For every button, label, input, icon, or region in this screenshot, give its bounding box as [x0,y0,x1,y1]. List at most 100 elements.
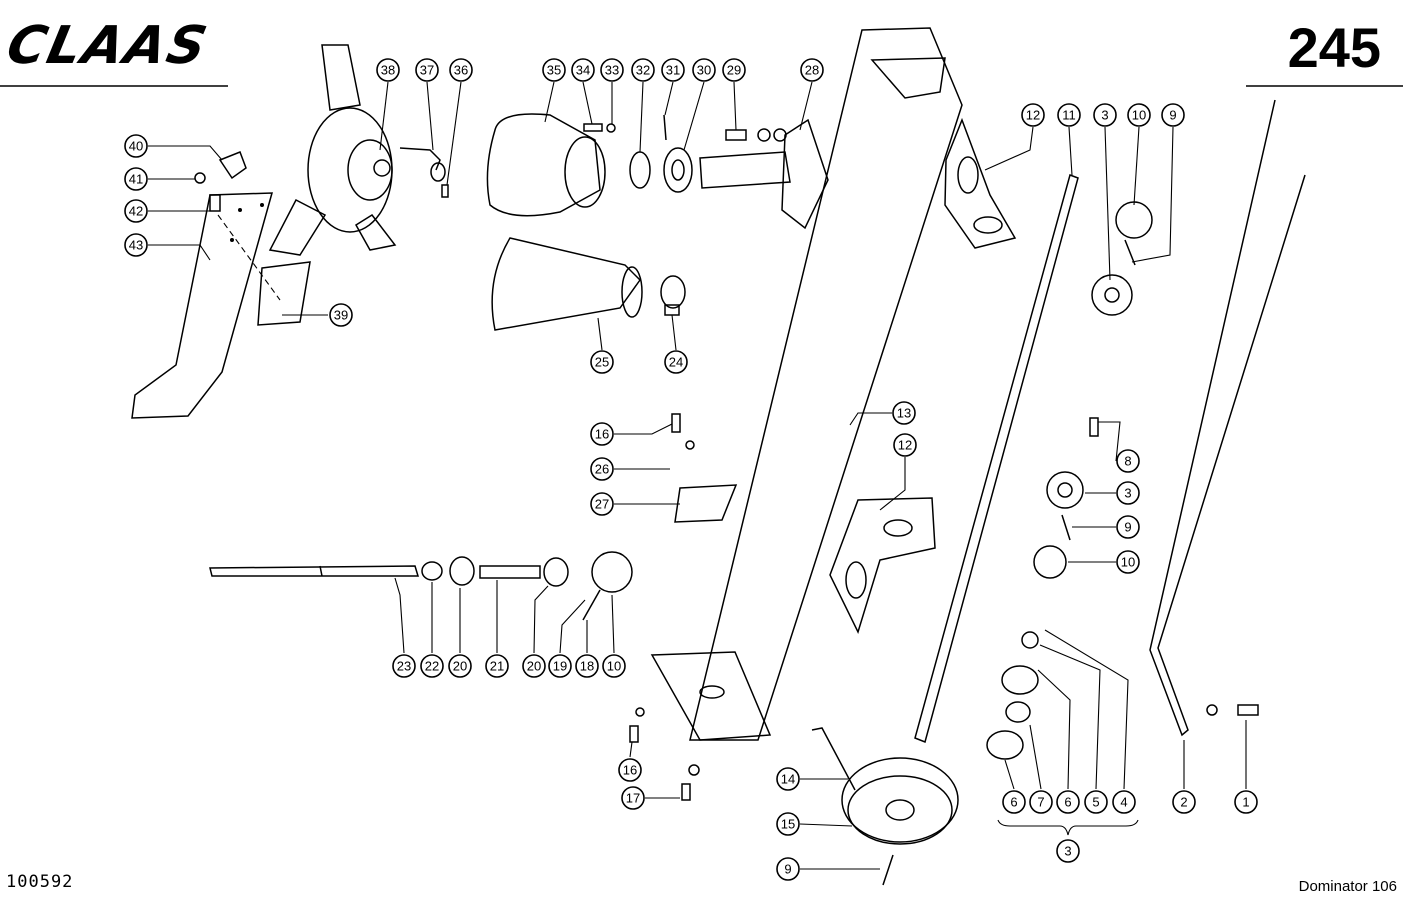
callout-37: 37 [415,58,439,82]
svg-text:3: 3 [1064,844,1071,859]
svg-text:6: 6 [1010,795,1017,810]
svg-text:20: 20 [527,659,541,674]
svg-text:43: 43 [129,238,143,253]
svg-text:16: 16 [623,763,637,778]
svg-text:3: 3 [1124,486,1131,501]
callout-32: 32 [631,58,655,82]
svg-text:40: 40 [129,139,143,154]
callout-10-lower: 10 [602,654,626,678]
callout-16-lower: 16 [618,758,642,782]
svg-text:34: 34 [576,63,590,78]
callout-4: 4 [1112,790,1136,814]
callout-39: 39 [329,303,353,327]
callout-22: 22 [420,654,444,678]
svg-text:9: 9 [1124,520,1131,535]
svg-text:33: 33 [605,63,619,78]
callout-6-left: 6 [1002,790,1026,814]
callout-31: 31 [661,58,685,82]
svg-text:24: 24 [669,355,683,370]
svg-text:12: 12 [898,438,912,453]
callout-5: 5 [1084,790,1108,814]
svg-text:30: 30 [697,63,711,78]
callout-43: 43 [124,233,148,257]
parts-drawings [131,27,1306,886]
model-name: Dominator 106 [1298,878,1397,895]
callout-25: 25 [590,350,614,374]
callout-19: 19 [548,654,572,678]
callout-7: 7 [1029,790,1053,814]
callout-6-right: 6 [1056,790,1080,814]
svg-text:37: 37 [420,63,434,78]
svg-text:12: 12 [1026,108,1040,123]
callout-34: 34 [571,58,595,82]
svg-text:28: 28 [805,63,819,78]
svg-text:5: 5 [1092,795,1099,810]
callout-20-right: 20 [522,654,546,678]
callout-33: 33 [600,58,624,82]
svg-text:9: 9 [1169,108,1176,123]
callout-14: 14 [776,767,800,791]
svg-text:35: 35 [547,63,561,78]
callout-11: 11 [1057,103,1081,127]
callout-9-upper: 9 [1161,103,1185,127]
svg-text:39: 39 [334,308,348,323]
svg-text:10: 10 [607,659,621,674]
callout-20-left: 20 [448,654,472,678]
svg-text:10: 10 [1121,555,1135,570]
callout-41: 41 [124,167,148,191]
svg-text:9: 9 [784,862,791,877]
page-number: 245 [1287,16,1381,79]
callout-16-upper: 16 [590,422,614,446]
callout-1: 1 [1234,790,1258,814]
callout-27: 27 [590,492,614,516]
callout-12-lower: 12 [893,433,917,457]
svg-text:4: 4 [1120,795,1127,810]
svg-text:23: 23 [397,659,411,674]
callout-29: 29 [722,58,746,82]
svg-text:2: 2 [1180,795,1187,810]
svg-text:6: 6 [1064,795,1071,810]
svg-text:7: 7 [1037,795,1044,810]
callout-3-middle: 3 [1116,481,1140,505]
svg-text:15: 15 [781,817,795,832]
svg-text:16: 16 [595,427,609,442]
svg-text:26: 26 [595,462,609,477]
callout-26: 26 [590,457,614,481]
callout-42: 42 [124,199,148,223]
callout-30: 30 [692,58,716,82]
callout-8: 8 [1116,449,1140,473]
svg-text:3: 3 [1101,108,1108,123]
svg-text:31: 31 [666,63,680,78]
callout-28: 28 [800,58,824,82]
callout-24: 24 [664,350,688,374]
svg-text:29: 29 [727,63,741,78]
svg-text:27: 27 [595,497,609,512]
callout-40: 40 [124,134,148,158]
drawing-reference: 100592 [6,872,74,892]
svg-text:14: 14 [781,772,795,787]
svg-text:21: 21 [490,659,504,674]
callout-10-upper: 10 [1127,103,1151,127]
callout-13: 13 [892,401,916,425]
svg-text:11: 11 [1062,108,1076,123]
svg-text:42: 42 [129,204,143,219]
callout-17: 17 [621,786,645,810]
callout-21: 21 [485,654,509,678]
callout-10-middle: 10 [1116,550,1140,574]
callout-3-group: 3 [1056,839,1080,863]
svg-text:1: 1 [1242,795,1249,810]
svg-text:17: 17 [626,791,640,806]
svg-text:32: 32 [636,63,650,78]
callout-35: 35 [542,58,566,82]
callout-9-middle: 9 [1116,515,1140,539]
callout-38: 38 [376,58,400,82]
svg-text:19: 19 [553,659,567,674]
leader-lines [148,81,1247,870]
callout-2: 2 [1172,790,1196,814]
svg-text:36: 36 [454,63,468,78]
svg-text:20: 20 [453,659,467,674]
callout-23: 23 [392,654,416,678]
svg-text:22: 22 [425,659,439,674]
svg-text:25: 25 [595,355,609,370]
